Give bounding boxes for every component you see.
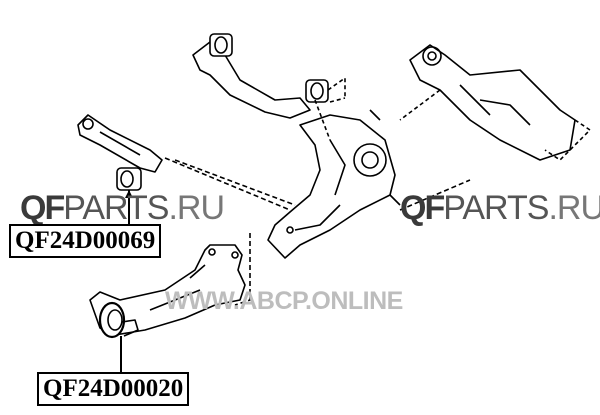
watermark-bold: QF bbox=[400, 189, 445, 227]
toe-link bbox=[77, 114, 291, 211]
part-number-label: QF24D00020 bbox=[37, 372, 190, 406]
watermark-bold: QF bbox=[20, 189, 65, 227]
watermark-light: PARTS bbox=[63, 189, 169, 227]
watermark-light: PARTS bbox=[443, 189, 549, 227]
abcp-watermark: WWW.ABCP.ONLINE bbox=[165, 287, 403, 315]
qfparts-watermark-left: QFPARTS.RU bbox=[20, 189, 225, 227]
watermark-suffix: .RU bbox=[168, 189, 225, 227]
upper-control-arm bbox=[192, 33, 346, 119]
qfparts-watermark-right: QFPARTS.RU bbox=[400, 191, 600, 225]
trailing-arm bbox=[89, 233, 251, 339]
lower-control-arm bbox=[399, 44, 591, 161]
part-number-label: QF24D00069 bbox=[9, 224, 162, 258]
watermark-suffix: .RU bbox=[548, 189, 600, 227]
steering-knuckle bbox=[174, 99, 471, 259]
